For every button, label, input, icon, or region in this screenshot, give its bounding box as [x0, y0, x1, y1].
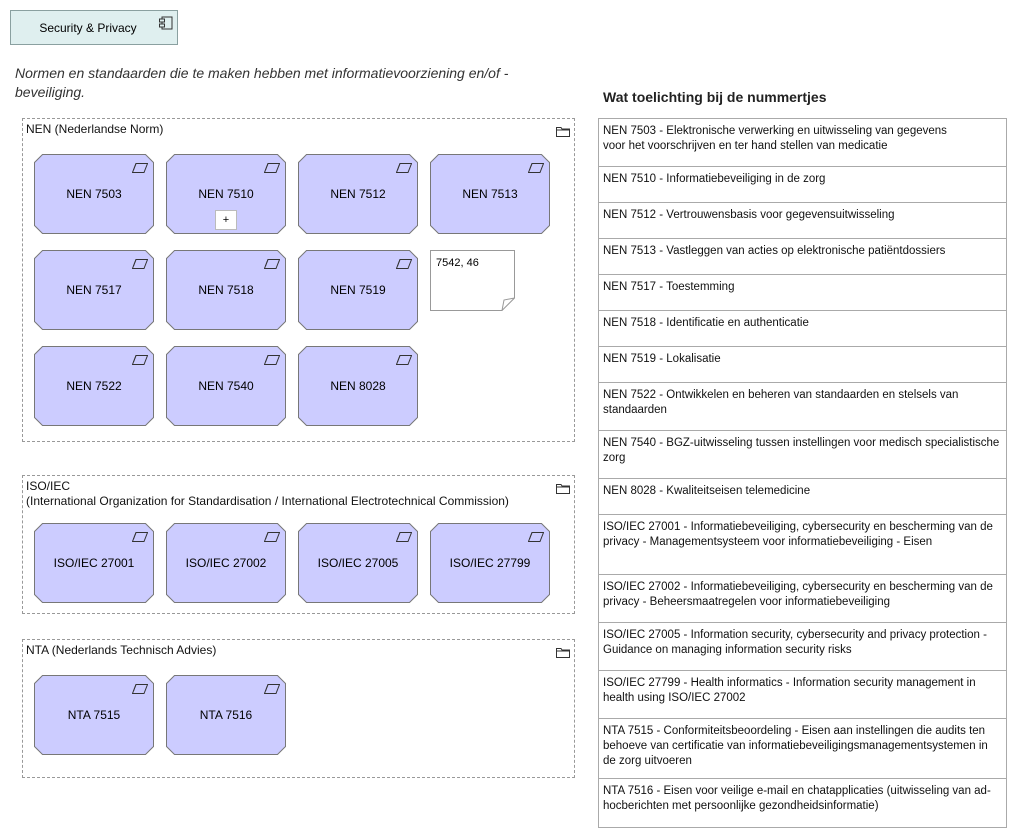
representation-icon — [527, 529, 545, 547]
legend-row: NEN 7519 - Lokalisatie — [599, 347, 1006, 383]
note[interactable]: 7542, 46 — [430, 250, 515, 311]
standard-element[interactable]: NEN 7540 — [166, 346, 286, 426]
representation-icon — [131, 681, 149, 699]
legend-row: ISO/IEC 27799 - Health informatics - Inf… — [599, 671, 1006, 719]
legend-row: NEN 8028 - Kwaliteitseisen telemedicine — [599, 479, 1006, 515]
legend-row: NEN 7510 - Informatiebeveiliging in de z… — [599, 167, 1006, 203]
representation-icon — [395, 256, 413, 274]
representation-icon — [131, 160, 149, 178]
view-title-box[interactable]: Security & Privacy — [10, 10, 178, 45]
element-label: ISO/IEC 27002 — [185, 556, 267, 570]
representation-icon — [131, 256, 149, 274]
group-label: NTA (Nederlands Technisch Advies) — [26, 643, 217, 657]
intro-text: Normen en standaarden die te maken hebbe… — [15, 65, 509, 100]
element-label: NEN 7512 — [330, 187, 386, 201]
standard-element[interactable]: ISO/IEC 27002 — [166, 523, 286, 603]
representation-icon — [263, 352, 281, 370]
standard-element[interactable]: NEN 7517 — [34, 250, 154, 330]
representation-icon — [263, 529, 281, 547]
standard-element[interactable]: ISO/IEC 27005 — [298, 523, 418, 603]
legend-row: NTA 7516 - Eisen voor veilige e-mail en … — [603, 785, 991, 812]
element-label: NEN 7522 — [66, 379, 122, 393]
representation-icon — [131, 529, 149, 547]
element-label: ISO/IEC 27799 — [449, 556, 531, 570]
element-label: NTA 7516 — [199, 708, 253, 722]
element-label: NTA 7515 — [67, 708, 121, 722]
legend-row: NEN 7512 - Vertrouwensbasis voor gegeven… — [599, 203, 1006, 239]
group-iso-iec[interactable]: ISO/IEC (International Organization for … — [22, 475, 575, 614]
standard-element[interactable]: NEN 7513 — [430, 154, 550, 234]
folder-icon — [556, 124, 570, 142]
application-component-icon — [159, 16, 173, 33]
representation-icon — [395, 529, 413, 547]
legend-row: ISO/IEC 27002 - Informatiebeveiliging, c… — [599, 575, 1006, 623]
group-nta[interactable]: NTA (Nederlands Technisch Advies) — [22, 639, 575, 778]
group-label: ISO/IEC (International Organization for … — [26, 479, 509, 508]
legend-row: NEN 7540 - BGZ-uitwisseling tussen inste… — [599, 431, 1006, 479]
element-label: NEN 7510 — [198, 187, 254, 201]
standard-element[interactable]: NEN 7519 — [298, 250, 418, 330]
standard-element[interactable]: NTA 7516 — [166, 675, 286, 755]
standard-element[interactable]: ISO/IEC 27001 — [34, 523, 154, 603]
standard-element[interactable]: NTA 7515 — [34, 675, 154, 755]
representation-icon — [395, 352, 413, 370]
standard-element[interactable]: NEN 7512 — [298, 154, 418, 234]
legend-row: ISO/IEC 27001 - Informatiebeveiliging, c… — [599, 515, 1006, 575]
element-label: NEN 7513 — [462, 187, 518, 201]
legend-row: NEN 7503 - Elektronische verwerking en u… — [599, 119, 1006, 167]
element-label: NEN 7517 — [66, 283, 122, 297]
representation-icon — [263, 160, 281, 178]
legend-row: NEN 7513 - Vastleggen van acties op elek… — [599, 239, 1006, 275]
folder-icon — [556, 481, 570, 499]
representation-icon — [395, 160, 413, 178]
legend-table: NEN 7503 - Elektronische verwerking en u… — [598, 118, 1007, 828]
representation-icon — [263, 256, 281, 274]
standard-element[interactable]: NEN 7518 — [166, 250, 286, 330]
standard-element[interactable]: NEN 7522 — [34, 346, 154, 426]
standard-element[interactable]: ISO/IEC 27799 — [430, 523, 550, 603]
legend-row: NEN 7517 - Toestemming — [599, 275, 1006, 311]
view-title: Security & Privacy — [39, 20, 137, 35]
note-text: 7542, 46 — [436, 257, 479, 269]
element-label: ISO/IEC 27005 — [317, 556, 399, 570]
folder-icon — [556, 645, 570, 663]
element-label: NEN 7519 — [330, 283, 386, 297]
standard-element[interactable]: NEN 8028 — [298, 346, 418, 426]
element-label: NEN 7503 — [66, 187, 122, 201]
legend-row: NEN 7518 - Identificatie en authenticati… — [599, 311, 1006, 347]
representation-icon — [131, 352, 149, 370]
legend-title: Wat toelichting bij de nummertjes — [603, 89, 827, 105]
element-label: NEN 8028 — [330, 379, 386, 393]
standard-element[interactable]: NEN 7503 — [34, 154, 154, 234]
representation-icon — [263, 681, 281, 699]
legend-row: ISO/IEC 27005 - Information security, cy… — [599, 623, 1006, 671]
element-label: NEN 7540 — [198, 379, 254, 393]
group-label: NEN (Nederlandse Norm) — [26, 122, 164, 136]
representation-icon — [527, 160, 545, 178]
element-label: NEN 7518 — [198, 283, 254, 297]
legend-row: NTA 7515 - Conformiteitsbeoordeling - Ei… — [599, 719, 1006, 779]
expand-button[interactable]: + — [215, 210, 237, 230]
legend-row: NEN 7522 - Ontwikkelen en beheren van st… — [599, 383, 1006, 431]
element-label: ISO/IEC 27001 — [53, 556, 135, 570]
group-nen[interactable]: NEN (Nederlandse Norm) — [22, 118, 575, 442]
